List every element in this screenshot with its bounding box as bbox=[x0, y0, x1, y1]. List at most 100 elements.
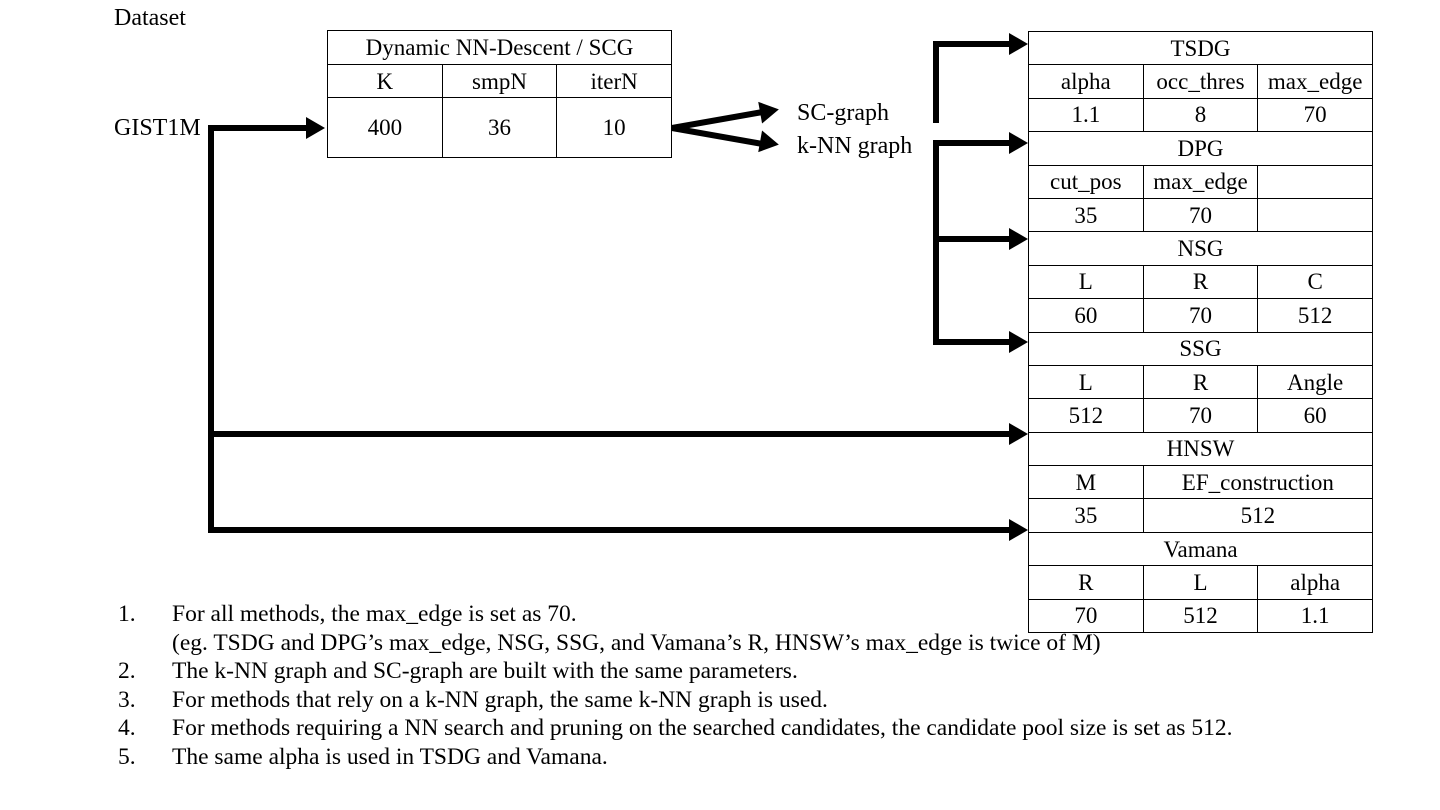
note-text: The k-NN graph and SC-graph are built wi… bbox=[172, 658, 798, 684]
dataset-header-label: Dataset bbox=[114, 5, 186, 31]
nsg-value-l: 60 bbox=[1028, 298, 1144, 333]
build-params-title: Dynamic NN-Descent / SCG bbox=[327, 30, 672, 65]
tsdg-value-occ-thres: 8 bbox=[1142, 97, 1259, 133]
table-row: cut_pos max_edge bbox=[1028, 164, 1373, 199]
sc-graph-label: SC-graph bbox=[797, 100, 889, 126]
hnsw-header-m: M bbox=[1028, 465, 1144, 500]
method-title-vamana: Vamana bbox=[1028, 531, 1373, 567]
notes-list: 1. For all methods, the max_edge is set … bbox=[118, 600, 1418, 771]
knn-to-dpg-arrowhead bbox=[1009, 132, 1028, 154]
tsdg-header-max-edge: max_edge bbox=[1257, 64, 1373, 99]
ssg-header-l: L bbox=[1028, 364, 1144, 400]
vamana-value-alpha: 1.1 bbox=[1257, 598, 1373, 634]
nsg-header-r: R bbox=[1142, 264, 1259, 300]
build-value-itern: 10 bbox=[556, 97, 672, 158]
knn-bracket-vline bbox=[933, 140, 939, 345]
knn-to-dpg-hline bbox=[933, 140, 1020, 146]
table-row: TSDG bbox=[1028, 30, 1373, 66]
knn-to-nsg-arrowhead bbox=[1009, 228, 1028, 250]
build-params-table: Dynamic NN-Descent / SCG K smpN iterN 40… bbox=[327, 30, 672, 158]
table-row: Vamana bbox=[1028, 531, 1373, 567]
sc-graph-to-tsdg-hline bbox=[933, 41, 1020, 47]
gist-trunk-vline bbox=[208, 125, 214, 533]
dpg-value-empty bbox=[1257, 197, 1373, 233]
table-row: NSG bbox=[1028, 231, 1373, 266]
vamana-value-r: 70 bbox=[1028, 598, 1144, 634]
list-item: 3. For methods that rely on a k-NN graph… bbox=[118, 686, 1418, 715]
dpg-value-cut-pos: 35 bbox=[1028, 197, 1144, 233]
nsg-header-l: L bbox=[1028, 264, 1144, 300]
vamana-header-alpha: alpha bbox=[1257, 565, 1373, 600]
table-row: 512 70 60 bbox=[1028, 398, 1373, 433]
method-title-dpg: DPG bbox=[1028, 131, 1373, 166]
ssg-value-l: 512 bbox=[1028, 398, 1144, 433]
list-item: 5. The same alpha is used in TSDG and Va… bbox=[118, 743, 1418, 772]
hnsw-value-m: 35 bbox=[1028, 498, 1144, 533]
fork-arm-knn-graph bbox=[671, 125, 767, 148]
tsdg-value-max-edge: 70 bbox=[1257, 97, 1373, 133]
table-row: HNSW bbox=[1028, 431, 1373, 467]
hnsw-header-ef-construction: EF_construction bbox=[1142, 465, 1374, 500]
method-title-tsdg: TSDG bbox=[1028, 30, 1373, 66]
dataset-name-label: GIST1M bbox=[114, 115, 201, 141]
note-text: For methods requiring a NN search and pr… bbox=[172, 715, 1233, 741]
tsdg-header-occ-thres: occ_thres bbox=[1142, 64, 1259, 99]
table-row: DPG bbox=[1028, 131, 1373, 166]
table-row: 1.1 8 70 bbox=[1028, 97, 1373, 133]
knn-to-ssg-hline bbox=[933, 339, 1020, 345]
tsdg-value-alpha: 1.1 bbox=[1028, 97, 1144, 133]
note-number: 4. bbox=[118, 715, 136, 741]
gist-to-hnsw-arrowhead bbox=[1009, 423, 1028, 445]
table-row: K smpN iterN bbox=[327, 64, 672, 98]
dpg-value-max-edge: 70 bbox=[1142, 197, 1259, 233]
note-text: The same alpha is used in TSDG and Vaman… bbox=[172, 743, 608, 770]
sc-graph-to-tsdg-arrowhead bbox=[1009, 33, 1028, 55]
ssg-value-r: 70 bbox=[1142, 398, 1259, 433]
table-row: alpha occ_thres max_edge bbox=[1028, 64, 1373, 99]
build-header-itern: iterN bbox=[556, 64, 672, 98]
method-title-ssg: SSG bbox=[1028, 331, 1373, 366]
build-header-smpn: smpN bbox=[441, 64, 558, 98]
gist-to-vamana-hline bbox=[208, 527, 1020, 533]
gist-to-build-hline bbox=[208, 125, 307, 131]
dpg-header-max-edge: max_edge bbox=[1142, 164, 1259, 199]
knn-graph-label: k-NN graph bbox=[797, 133, 913, 159]
hnsw-value-ef-construction: 512 bbox=[1142, 498, 1374, 533]
note-number: 3. bbox=[118, 686, 136, 713]
note-number: 1. bbox=[118, 601, 136, 627]
list-item: 2. The k-NN graph and SC-graph are built… bbox=[118, 657, 1418, 686]
ssg-header-r: R bbox=[1142, 364, 1259, 400]
note-number: 5. bbox=[118, 743, 136, 770]
tsdg-header-alpha: alpha bbox=[1028, 64, 1144, 99]
dpg-header-cut-pos: cut_pos bbox=[1028, 164, 1144, 199]
knn-to-ssg-arrowhead bbox=[1009, 331, 1028, 353]
method-title-hnsw: HNSW bbox=[1028, 431, 1373, 467]
method-params-table: TSDG alpha occ_thres max_edge 1.1 8 70 D… bbox=[1028, 30, 1374, 634]
gist-to-build-arrowhead bbox=[306, 117, 325, 139]
build-header-k: K bbox=[327, 64, 443, 98]
vamana-header-l: L bbox=[1142, 565, 1259, 600]
nsg-value-r: 70 bbox=[1142, 298, 1259, 333]
fork-head-sc-graph bbox=[758, 98, 781, 124]
table-row: L R Angle bbox=[1028, 364, 1373, 400]
table-row: 70 512 1.1 bbox=[1028, 598, 1373, 634]
nsg-header-c: C bbox=[1257, 264, 1373, 300]
ssg-value-angle: 60 bbox=[1257, 398, 1373, 433]
method-title-nsg: NSG bbox=[1028, 231, 1373, 266]
table-row: L R C bbox=[1028, 264, 1373, 300]
vamana-header-r: R bbox=[1028, 565, 1144, 600]
knn-to-nsg-hline bbox=[933, 236, 1020, 242]
table-row: R L alpha bbox=[1028, 565, 1373, 600]
fork-head-knn-graph bbox=[758, 130, 781, 156]
note-number: 2. bbox=[118, 658, 136, 684]
gist-to-vamana-arrowhead bbox=[1009, 519, 1028, 541]
table-row: 60 70 512 bbox=[1028, 298, 1373, 333]
list-item: 4. For methods requiring a NN search and… bbox=[118, 714, 1418, 743]
build-value-smpn: 36 bbox=[441, 97, 558, 158]
dpg-header-empty bbox=[1257, 164, 1373, 199]
list-item: 1. For all methods, the max_edge is set … bbox=[118, 600, 1418, 657]
table-row: 35 70 bbox=[1028, 197, 1373, 233]
note-text: For all methods, the max_edge is set as … bbox=[172, 601, 577, 627]
table-row: M EF_construction bbox=[1028, 465, 1374, 500]
